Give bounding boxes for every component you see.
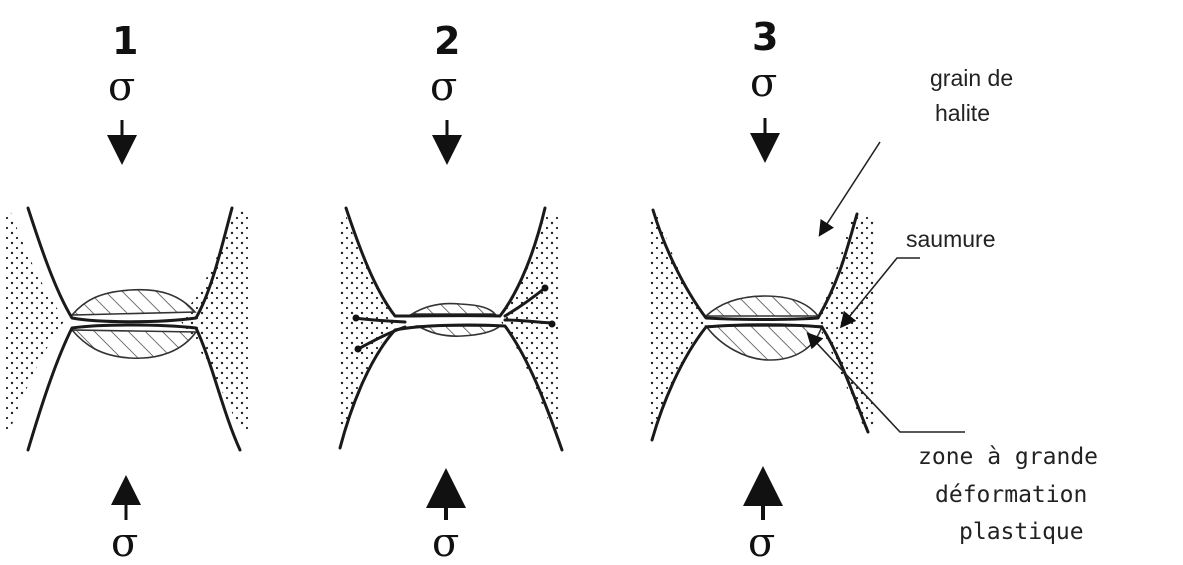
stage-2: 2 σ σ <box>340 19 562 565</box>
stage-3: 3 σ σ <box>650 15 875 565</box>
plastic-zone-label-line-2: déformation <box>935 482 1087 508</box>
stage-2-upper-plastic-zone <box>412 303 495 314</box>
stage-3-left-brine <box>650 215 706 430</box>
stage-3-number: 3 <box>752 15 778 59</box>
brine-label-text: saumure <box>906 226 995 252</box>
stage-2-right-inclusion-upper <box>542 285 549 292</box>
stage-1-upper-plastic-zone <box>72 290 195 315</box>
stage-1-left-brine <box>5 210 65 430</box>
stage-2-right-inclusion-lower <box>549 321 556 328</box>
stage-1-number: 1 <box>112 19 138 63</box>
plastic-zone-label-line-3: plastique <box>959 519 1084 545</box>
stage-1-lower-plastic-zone <box>72 330 196 358</box>
stage-2-number: 2 <box>434 19 460 63</box>
plastic-zone-label-line-1: zone à grande <box>918 444 1098 470</box>
stage-2-bottom-stress-symbol: σ <box>432 520 459 565</box>
stage-3-upper-plastic-zone <box>706 296 818 316</box>
stage-1-bottom-stress-symbol: σ <box>111 520 138 565</box>
stage-2-top-stress-symbol: σ <box>430 64 457 110</box>
grain-label-line-2: halite <box>935 100 990 126</box>
stage-2-left-inclusion-lower <box>355 346 362 353</box>
stage-2-left-inclusion-upper <box>353 315 360 322</box>
stage-2-left-brine <box>340 215 395 430</box>
stage-3-top-stress-symbol: σ <box>750 60 777 106</box>
stage-3-lower-plastic-zone <box>706 326 822 360</box>
stage-1-top-stress-symbol: σ <box>108 64 135 110</box>
stage-3-right-brine <box>815 215 875 430</box>
stage-3-bottom-stress-symbol: σ <box>748 520 775 565</box>
grain-label: grain de halite <box>823 65 1013 230</box>
grain-label-line-1: grain de <box>930 65 1013 91</box>
stage-1: 1 σ σ <box>5 19 248 565</box>
